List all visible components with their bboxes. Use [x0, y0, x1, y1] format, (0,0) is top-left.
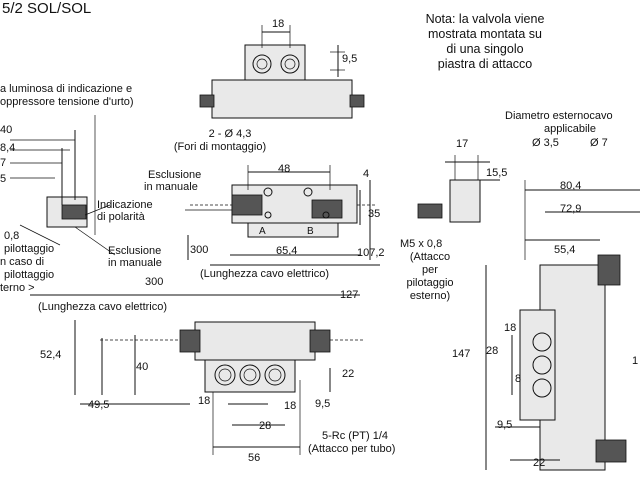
dim-1-r: 1 — [632, 355, 639, 367]
m5-side-view — [417, 155, 500, 223]
manual-override-bottom-2: in manuale — [108, 257, 162, 269]
dim-52-4: 52,4 — [40, 349, 62, 361]
dim-40-b: 40 — [136, 361, 149, 373]
mounting-holes-line-1: 2 - Ø 4,3 — [208, 128, 252, 140]
dim-72-9: 72,9 — [560, 203, 582, 215]
manual-override-top-2: in manuale — [144, 181, 198, 193]
note-line-3: di una singolo — [446, 42, 524, 56]
lamp-note-line-2: oppressore tensione d'urto) — [0, 96, 134, 108]
m5-line-2: (Attacco — [409, 251, 451, 263]
cable-length-label-2: (Lunghezza cavo elettrico) — [38, 301, 168, 313]
note-line-1: Nota: la valvola viene — [425, 12, 545, 26]
dim-28-b: 28 — [259, 420, 272, 432]
dim-107-2: 107,2 — [357, 247, 385, 259]
dim-80-4: 80,4 — [560, 180, 582, 192]
mounting-holes-line-2: (Fori di montaggio) — [173, 141, 267, 153]
dia-value-7: Ø 7 — [590, 137, 608, 149]
center-plan-view — [185, 165, 380, 266]
port-thread-1: 5-Rc (PT) 1/4 — [322, 430, 389, 442]
dim-49-5: 49,5 — [88, 399, 110, 411]
top-valve-view — [199, 25, 365, 119]
dim-22-mid: 22 — [342, 368, 355, 380]
polarity-2: di polarità — [97, 211, 145, 223]
dim-18-top: 18 — [272, 18, 285, 30]
m5-line-5: esterno) — [409, 290, 451, 302]
note-line-4: piastra di attacco — [437, 57, 533, 71]
top-valve-body — [211, 79, 353, 119]
dim-15-5: 15,5 — [486, 167, 508, 179]
dim-18-b1: 18 — [198, 395, 211, 407]
pilot-line-5: terno > — [0, 282, 35, 294]
front-view — [30, 294, 365, 455]
polarity-1: Indicazione — [97, 199, 153, 211]
dim-147: 147 — [452, 348, 471, 360]
m5-line-1: M5 x 0,8 — [400, 238, 443, 250]
dim-65-4: 65,4 — [276, 245, 298, 257]
pilot-line-2: pilottaggio — [4, 243, 55, 255]
port-b-label: B — [307, 226, 314, 237]
outer-dia-line-2: applicabile — [544, 123, 596, 135]
dim-7-left: 7 — [0, 157, 7, 169]
top-manifold-block — [244, 44, 306, 86]
m5-line-3: per — [422, 264, 438, 276]
outer-dia-line-1: Diametro esternocavo — [505, 110, 613, 122]
dim-48: 48 — [278, 163, 291, 175]
dim-4: 4 — [363, 168, 370, 180]
pilot-line-4: pilottaggio — [4, 269, 55, 281]
port-a-label: A — [259, 226, 266, 237]
dim-9-5-b: 9,5 — [315, 398, 331, 410]
dim-300-a: 300 — [190, 244, 209, 256]
lamp-note-line-1: a luminosa di indicazione e — [0, 83, 133, 95]
diagram-title: 5/2 SOL/SOL — [2, 0, 92, 17]
right-side-view — [485, 180, 640, 471]
manual-override-top-1: Esclusione — [148, 169, 202, 181]
dim-8-4: 8,4 — [0, 142, 16, 154]
cable-length-label-1: (Lunghezza cavo elettrico) — [200, 268, 330, 280]
pilot-line-1: 0,8 — [4, 230, 20, 242]
dim-5: 5 — [0, 173, 7, 185]
dim-127: 127 — [340, 289, 359, 301]
dim-56: 56 — [248, 452, 261, 464]
manual-override-bottom-1: Esclusione — [108, 245, 162, 257]
m5-line-4: pilotaggio — [406, 277, 454, 289]
dim-22-r: 22 — [533, 457, 546, 469]
dim-28-r: 28 — [486, 345, 499, 357]
dim-9-5-r: 9,5 — [497, 419, 513, 431]
dim-18-b2: 18 — [284, 400, 297, 412]
port-thread-2: (Attacco per tubo) — [308, 443, 396, 455]
dim-300-b: 300 — [145, 276, 164, 288]
dim-18-r: 18 — [504, 322, 517, 334]
dim-17: 17 — [456, 138, 469, 150]
dim-8-r: 8 — [515, 373, 522, 385]
dim-9-5-top: 9,5 — [342, 53, 358, 65]
dim-40: 40 — [0, 124, 13, 136]
left-side-view — [10, 115, 116, 256]
dia-value-3-5: Ø 3,5 — [532, 137, 559, 149]
dim-55-4: 55,4 — [554, 244, 576, 256]
dim-35: 35 — [368, 208, 381, 220]
note-line-2: mostrata montata su — [428, 27, 542, 41]
pilot-line-3: n caso di — [0, 256, 45, 268]
